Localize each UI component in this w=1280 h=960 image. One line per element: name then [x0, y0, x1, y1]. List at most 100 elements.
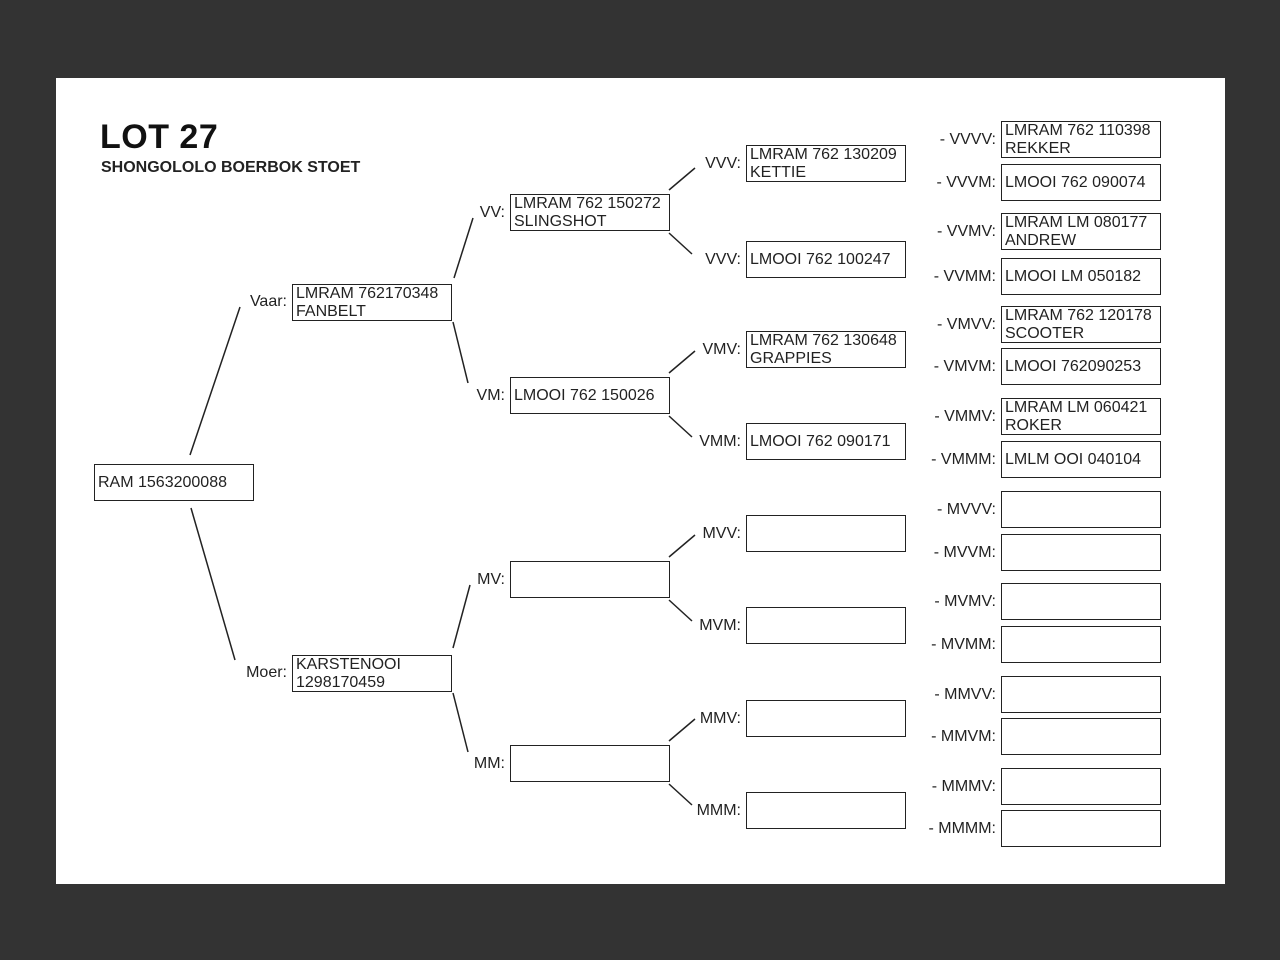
animal-detail: 1298170459 — [296, 674, 385, 691]
relation-label-vv: VV: — [479, 203, 505, 221]
animal-detail: ROKER — [1005, 417, 1062, 434]
connector-line — [452, 321, 469, 384]
relation-label-vvvm: - VVVM: — [936, 173, 996, 191]
connector-line — [668, 599, 693, 622]
animal-detail: ANDREW — [1005, 232, 1077, 249]
pedigree-box-root: RAM 1563200088 — [94, 464, 254, 501]
pedigree-box-mvvv — [1001, 491, 1161, 528]
pedigree-box-mmvv — [1001, 676, 1161, 713]
connector-line — [453, 217, 474, 279]
relation-label-mmm: MMM: — [696, 801, 741, 819]
relation-label-vmmv: - VMMV: — [934, 407, 996, 425]
pedigree-box-mvmv — [1001, 583, 1161, 620]
pedigree-box-mmmv — [1001, 768, 1161, 805]
relation-label-mv: MV: — [477, 570, 505, 588]
pedigree-box-vvmm: LMOOI LM 050182 — [1001, 258, 1161, 295]
connector-line — [190, 507, 236, 661]
relation-label-vvmm: - VVMM: — [933, 267, 996, 285]
animal-detail: REKKER — [1005, 140, 1071, 157]
connector-line — [668, 415, 693, 438]
pedigree-box-vmm: LMOOI 762 090171 — [746, 423, 906, 460]
relation-label-vvv: VVV: — [705, 154, 741, 172]
animal-registration: LMOOI 762 090074 — [1005, 173, 1146, 191]
animal-detail: SLINGSHOT — [514, 213, 607, 230]
pedigree-box-mvvm — [1001, 534, 1161, 571]
pedigree-box-vmvm: LMOOI 762090253 — [1001, 348, 1161, 385]
animal-registration: LMLM OOI 040104 — [1005, 450, 1142, 468]
connector-line — [452, 692, 469, 753]
pedigree-box-mvv — [746, 515, 906, 552]
relation-label-mm: MM: — [473, 754, 505, 772]
animal-registration: LMOOI 762 090171 — [750, 432, 891, 450]
connector-line — [668, 718, 696, 742]
pedigree-box-vvm: LMOOI 762 100247 — [746, 241, 906, 278]
animal-registration: LMOOI 762090253 — [1005, 357, 1142, 375]
lot-title: LOT 27 — [100, 118, 219, 156]
relation-label-vmmm: - VMMM: — [931, 450, 996, 468]
pedigree-box-mv — [510, 561, 670, 598]
stud-name: SHONGOLOLO BOERBOK STOET — [101, 159, 361, 176]
relation-label-vmm: VMM: — [699, 432, 741, 450]
relation-label-vvmv: - VVMV: — [937, 222, 996, 240]
pedigree-box-mm — [510, 745, 670, 782]
relation-label-mvmv: - MVMV: — [934, 592, 996, 610]
relation-label-vm: VM: — [476, 386, 505, 404]
relation-label-mmv: MMV: — [699, 709, 741, 727]
animal-detail: GRAPPIES — [750, 350, 832, 367]
connector-line — [668, 534, 696, 558]
relation-label-mmvm: - MMVM: — [931, 727, 996, 745]
relation-label-vmvv: - VMVV: — [937, 315, 996, 333]
animal-registration: LMOOI LM 050182 — [1005, 267, 1142, 285]
animal-registration: LMRAM LM 080177 — [1005, 214, 1148, 231]
pedigree-box-vmmm: LMLM OOI 040104 — [1001, 441, 1161, 478]
animal-registration: LMRAM 762 150272 — [514, 195, 661, 212]
animal-registration: LMRAM 762 120178 — [1005, 307, 1152, 324]
pedigree-box-mvm — [746, 607, 906, 644]
animal-detail: SCOOTER — [1005, 325, 1085, 342]
relation-label-vvm: VVV: — [705, 250, 741, 268]
relation-label-mmmv: - MMMV: — [931, 777, 996, 795]
animal-registration: RAM 1563200088 — [98, 473, 227, 491]
connector-line — [452, 584, 471, 649]
animal-registration: LMOOI 762 100247 — [750, 250, 891, 268]
relation-label-mvmm: - MVMM: — [931, 635, 996, 653]
relation-label-m: Moer: — [246, 663, 287, 681]
pedigree-box-mmvm — [1001, 718, 1161, 755]
connector-line — [668, 783, 693, 806]
animal-registration: LMRAM 762170348 — [296, 285, 439, 302]
animal-registration: LMRAM 762 110398 — [1005, 122, 1151, 139]
relation-label-mmmm: - MMMM: — [928, 819, 996, 837]
pedigree-box-vvvm: LMOOI 762 090074 — [1001, 164, 1161, 201]
pedigree-box-mmm — [746, 792, 906, 829]
pedigree-box-mmv — [746, 700, 906, 737]
relation-label-vmv: VMV: — [702, 340, 741, 358]
animal-registration: LMRAM 762 130648 — [750, 332, 897, 349]
animal-detail: FANBELT — [296, 303, 366, 320]
relation-label-mvvm: - MVVM: — [933, 543, 996, 561]
animal-registration: LMOOI 762 150026 — [514, 386, 655, 404]
animal-registration: LMRAM 762 130209 — [750, 146, 897, 163]
relation-label-vvvv: - VVVV: — [939, 130, 996, 148]
pedigree-box-mmmm — [1001, 810, 1161, 847]
relation-label-mvm: MVM: — [699, 616, 741, 634]
relation-label-mmvv: - MMVV: — [934, 685, 996, 703]
relation-label-v: Vaar: — [249, 292, 287, 310]
animal-registration: LMRAM LM 060421 — [1005, 399, 1148, 416]
relation-label-vmvm: - VMVM: — [933, 357, 996, 375]
connector-line — [668, 232, 693, 255]
connector-line — [668, 350, 696, 374]
connector-line — [668, 167, 696, 191]
connector-line — [189, 306, 241, 456]
relation-label-mvv: MVV: — [702, 524, 741, 542]
pedigree-box-mvmm — [1001, 626, 1161, 663]
